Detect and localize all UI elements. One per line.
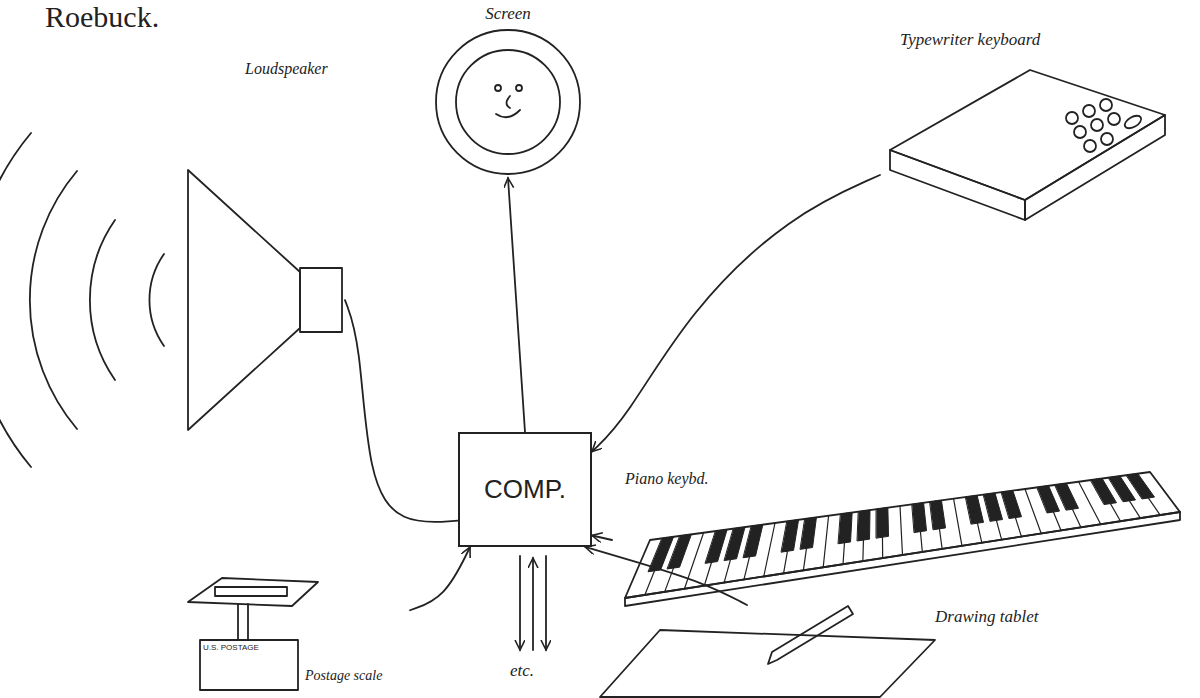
white-key-edge — [823, 516, 828, 568]
connector — [592, 175, 880, 452]
speaker-cone — [188, 170, 300, 430]
scale-stem — [237, 604, 239, 640]
piano-front — [625, 512, 1180, 606]
connector — [345, 300, 458, 522]
connector — [508, 178, 525, 432]
device-label: Screen — [485, 4, 531, 24]
key — [1084, 140, 1096, 152]
device-label: Typewriter keyboard — [900, 30, 1040, 50]
white-key-edge — [954, 499, 962, 546]
device-label: Loudspeaker — [245, 60, 328, 78]
smiley-eye — [516, 85, 522, 91]
key — [1083, 105, 1095, 117]
sound-wave — [0, 133, 31, 467]
key — [1100, 99, 1112, 111]
black-key — [912, 503, 926, 533]
white-key-edge — [1025, 489, 1041, 534]
tablet-node: Drawing tablet — [565, 605, 1085, 698]
black-key — [857, 510, 870, 541]
screen-node: Screen — [428, 0, 588, 178]
scale-base — [200, 640, 298, 690]
key — [1091, 119, 1103, 131]
stamp-text: U.S. POSTAGE — [203, 643, 259, 652]
black-key — [838, 513, 852, 544]
piano-top — [625, 472, 1180, 598]
key — [1101, 133, 1113, 145]
black-key — [1001, 491, 1021, 519]
black-key — [966, 496, 984, 525]
screen-outline — [428, 0, 588, 178]
key — [1108, 113, 1120, 125]
piano-keys — [645, 474, 1160, 595]
black-key — [984, 493, 1003, 521]
keyboard-node: Typewriter keyboard — [880, 25, 1170, 225]
black-key — [724, 527, 745, 560]
etc-arrow — [532, 558, 534, 650]
smiley-nose — [507, 96, 511, 108]
text-fragment: Roebuck. — [45, 0, 159, 33]
sound-wave — [90, 220, 115, 380]
screen-face — [456, 50, 560, 154]
connector — [410, 547, 470, 610]
key — [1066, 112, 1078, 124]
device-label: Piano keybd. — [625, 470, 709, 488]
scale-node: U.S. POSTAGE Postage scale — [185, 570, 410, 692]
scale-stem — [247, 604, 249, 640]
black-key — [1126, 474, 1154, 499]
etc-label: etc. — [510, 662, 534, 681]
keyboard-front — [890, 150, 1025, 220]
black-key — [876, 508, 888, 538]
black-key — [800, 517, 816, 549]
connector — [592, 536, 612, 541]
smiley-mouth — [496, 110, 520, 117]
sound-wave — [149, 254, 164, 346]
computer-box: COMP. — [458, 432, 592, 547]
etc-arrow — [545, 556, 547, 650]
piano-node: Piano keybd. — [612, 462, 1190, 612]
keyboard-top — [890, 70, 1165, 200]
black-key — [781, 520, 798, 552]
loudspeaker-node: Loudspeaker — [180, 55, 345, 435]
black-key — [1037, 486, 1059, 513]
key — [1074, 126, 1086, 138]
smiley-eye — [495, 85, 501, 91]
white-key-edge — [764, 523, 775, 577]
scale-bar — [215, 587, 287, 596]
black-key — [667, 534, 691, 569]
speaker-magnet — [300, 268, 342, 332]
device-label: Postage scale — [305, 668, 382, 684]
black-key — [743, 525, 762, 558]
device-label: Drawing tablet — [935, 607, 1038, 627]
black-key — [930, 500, 946, 529]
stylus — [768, 606, 853, 664]
keyboard-side — [1025, 115, 1165, 220]
etc-arrow — [519, 556, 521, 650]
screen-bezel — [436, 30, 580, 174]
black-key — [705, 530, 727, 564]
key — [1123, 113, 1144, 131]
scale-tray — [188, 578, 318, 606]
black-key — [1055, 483, 1078, 510]
sound-wave — [30, 171, 77, 429]
white-key-edge — [900, 506, 903, 555]
box-title: COMP. — [484, 475, 566, 505]
connector — [585, 547, 747, 605]
